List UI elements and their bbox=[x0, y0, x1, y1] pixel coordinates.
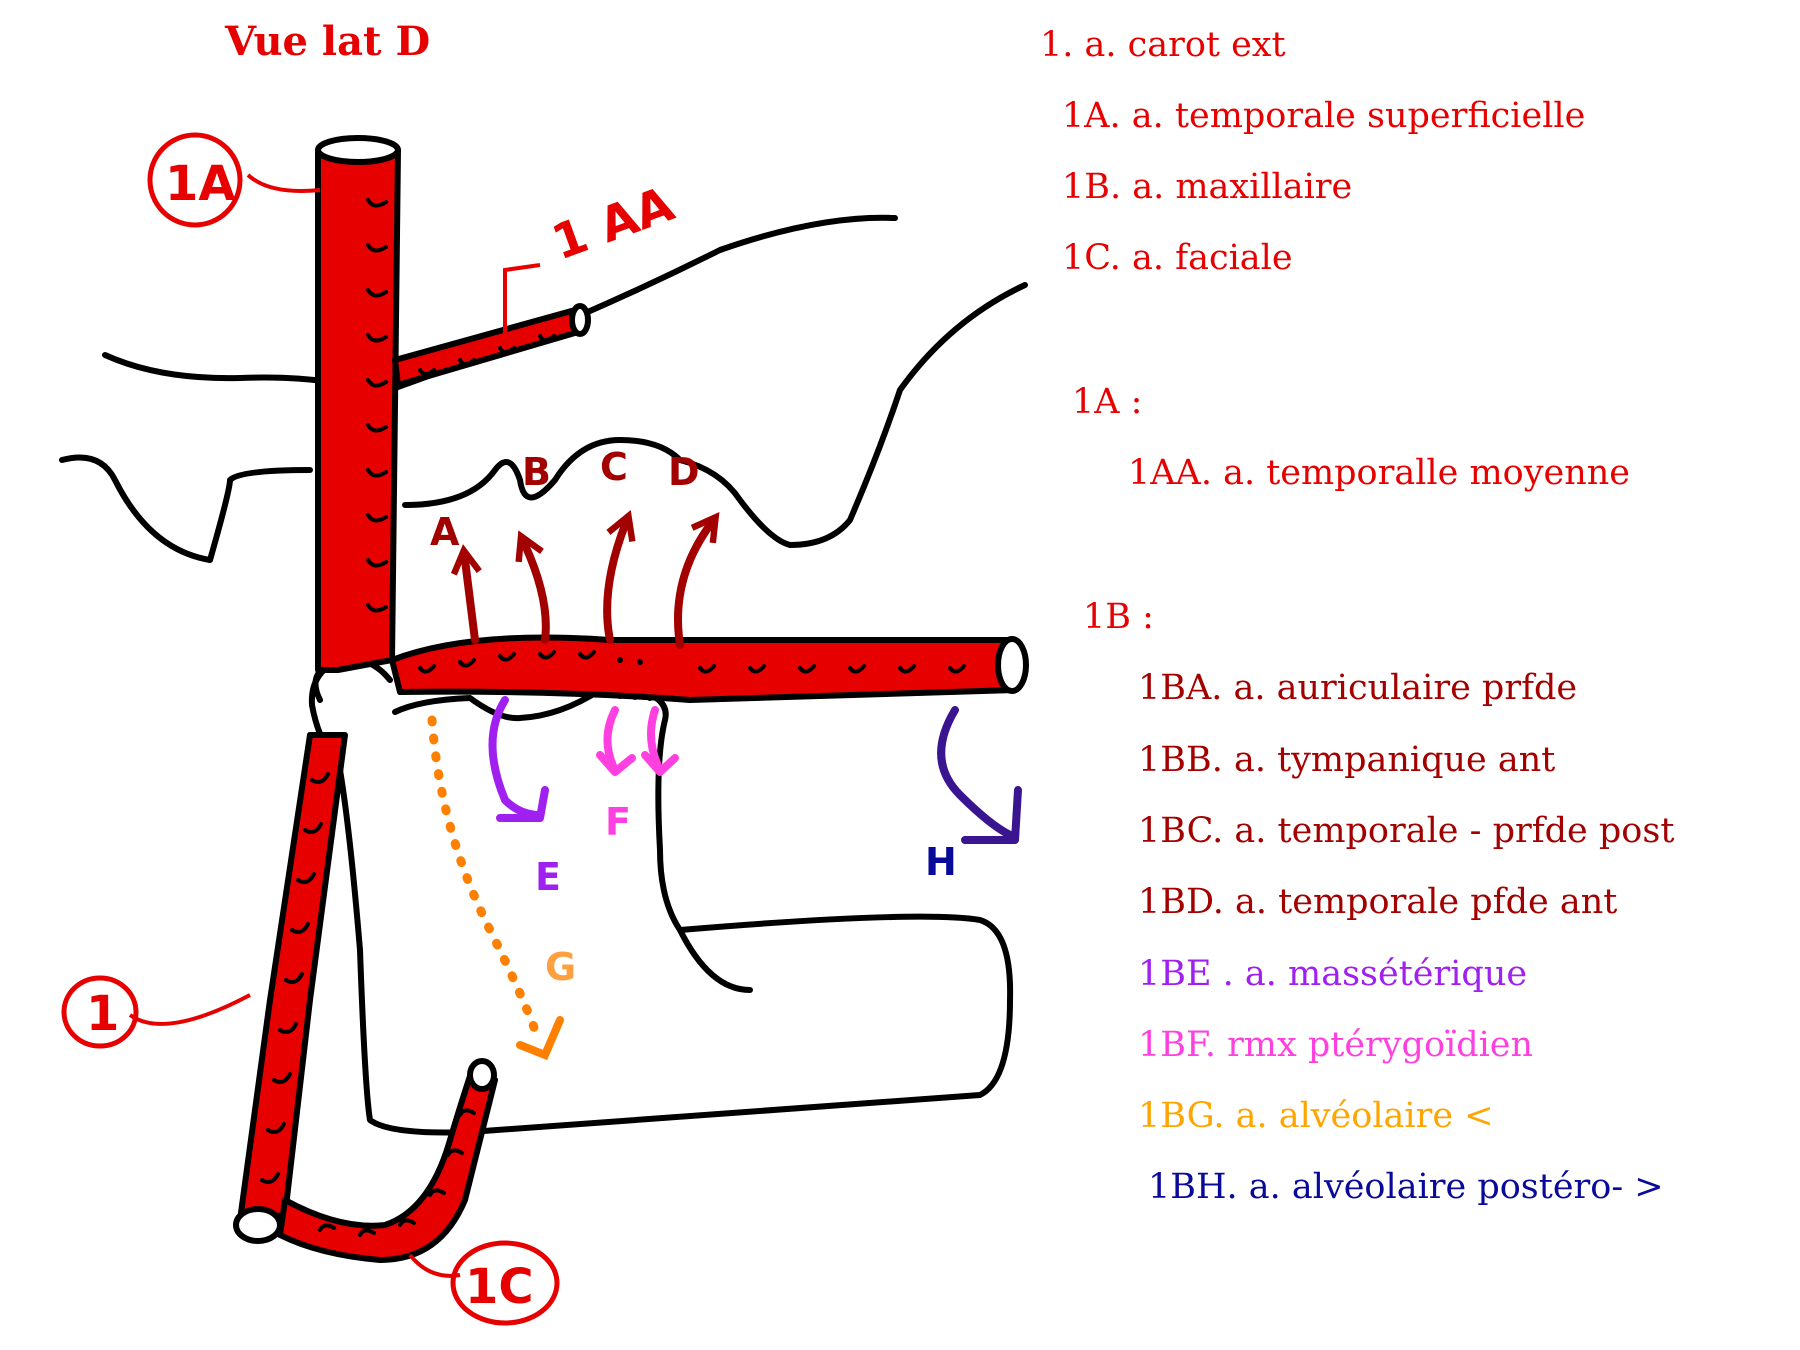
letter-B: B bbox=[522, 450, 551, 494]
legend-heading-1A: 1A : bbox=[1072, 382, 1143, 422]
dotted-origin bbox=[602, 657, 653, 701]
branch-G-arrow bbox=[427, 715, 540, 1035]
branch-H-arrow bbox=[937, 706, 1022, 844]
legend-1BD: 1BD. a. temporale pfde ant bbox=[1138, 882, 1618, 922]
label-1C: 1C bbox=[465, 1259, 534, 1315]
legend-1BA: 1BA. a. auriculaire prfde bbox=[1138, 668, 1578, 708]
legend-1A: 1A. a. temporale superficielle bbox=[1062, 96, 1586, 136]
letter-C: C bbox=[600, 445, 628, 489]
branch-G-arrowhead bbox=[516, 1016, 564, 1061]
legend-1BF: 1BF. rmx ptérygoïdien bbox=[1138, 1025, 1534, 1065]
legend-1B: 1B. a. maxillaire bbox=[1062, 167, 1353, 207]
artery-hatching bbox=[260, 198, 966, 1237]
letter-A: A bbox=[430, 510, 460, 554]
letter-G: G bbox=[545, 945, 576, 989]
legend-1BG: 1BG. a. alvéolaire < bbox=[1138, 1096, 1494, 1136]
letter-F: F bbox=[605, 800, 631, 844]
letter-D: D bbox=[668, 450, 700, 494]
branch-E-arrow bbox=[488, 696, 549, 822]
legend-heading-1B: 1B : bbox=[1083, 597, 1154, 637]
legend-1BH: 1BH. a. alvéolaire postéro- > bbox=[1148, 1167, 1664, 1207]
legend-1BC: 1BC. a. temporale - prfde post bbox=[1138, 811, 1675, 851]
diagram-title: Vue lat D bbox=[225, 18, 431, 65]
branch-letters: A B C D E F G H bbox=[430, 445, 957, 989]
letter-H: H bbox=[925, 840, 957, 884]
arteries bbox=[233, 135, 1029, 1263]
circle-labels bbox=[61, 132, 560, 1326]
branch-F-arrow bbox=[596, 706, 679, 776]
letter-E: E bbox=[535, 855, 561, 899]
legend-1BB: 1BB. a. tympanique ant bbox=[1138, 740, 1556, 780]
legend-1C: 1C. a. faciale bbox=[1062, 238, 1293, 278]
legend-1AA: 1AA. a. temporalle moyenne bbox=[1128, 453, 1630, 493]
legend-1BE: 1BE . a. massétérique bbox=[1138, 954, 1528, 994]
branches-A-to-D bbox=[450, 510, 720, 649]
label-1: 1 bbox=[86, 986, 119, 1042]
legend-1: 1. a. carot ext bbox=[1040, 25, 1286, 65]
label-1A: 1A bbox=[165, 156, 236, 212]
